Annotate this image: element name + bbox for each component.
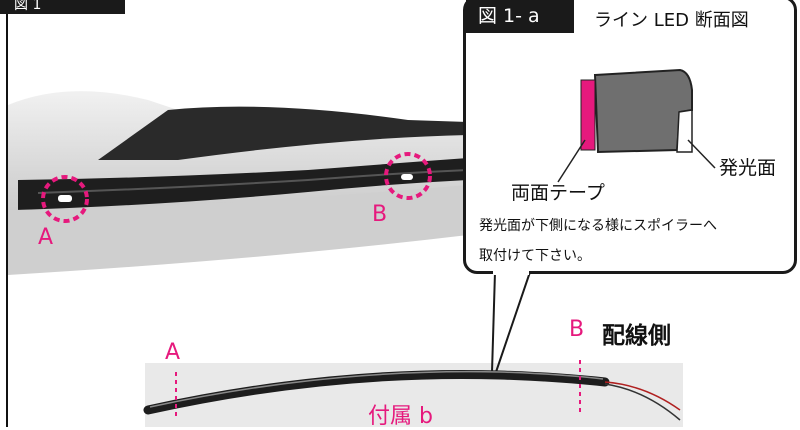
marker-b-circle: [384, 152, 432, 200]
callout-pointer: [491, 271, 531, 373]
figure-tag: 図 1: [0, 0, 125, 14]
figure-tag-label: 図 1: [14, 0, 42, 13]
strip-label-a: A: [165, 340, 181, 365]
photo-label-b: B: [372, 202, 388, 227]
callout-pointer-gap: [493, 270, 529, 275]
label-emitting-face: 発光面: [719, 157, 777, 179]
tape-leader-line: [557, 139, 586, 183]
label-double-sided-tape: 両面テープ: [511, 182, 605, 204]
hole-b: [401, 174, 413, 180]
led-strip: [143, 369, 610, 415]
double-sided-tape: [580, 79, 596, 151]
spoiler-photo: [8, 91, 468, 275]
strip-caption: 付属 b: [368, 404, 433, 429]
callout-tag-label: 図 1- a: [478, 5, 540, 27]
led-strip-highlight: [149, 370, 604, 408]
marker-a-circle: [41, 175, 89, 223]
led-emit-face: [676, 109, 693, 153]
hole-a: [58, 195, 72, 202]
led-cross-section: [557, 68, 716, 183]
callout-tag: 図 1- a: [466, 0, 574, 33]
note-line-1: 発光面が下側になる様にスポイラーへ: [479, 218, 717, 234]
callout-title: ライン LED 断面図: [594, 10, 749, 31]
emit-leader-line: [687, 139, 716, 169]
strip-label-b: B: [569, 317, 585, 342]
wire-black: [604, 383, 681, 421]
wire-red: [604, 381, 681, 411]
frame-left-border: [6, 14, 8, 427]
photo-label-a: A: [38, 225, 54, 250]
wiring-side-label: 配線側: [602, 323, 671, 349]
note-line-2: 取付けて下さい。: [479, 248, 591, 264]
